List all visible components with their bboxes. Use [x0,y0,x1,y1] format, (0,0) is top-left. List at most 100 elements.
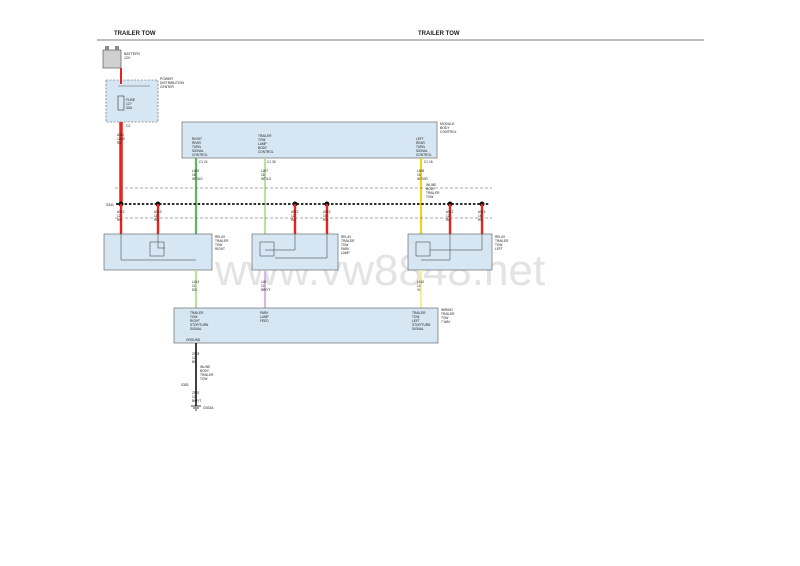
fuse-label-1: FUSE [126,98,136,102]
relay-park-4: PARK [341,247,350,251]
lower-wire-c-gauge: 12 [417,284,421,288]
lower-wire-b-color: BR/YT [261,288,270,292]
bcm-lamp-4: BODY [258,146,268,150]
relay-park-2: TRAILER [341,239,355,243]
lower-wire-a-code: L414 [192,280,199,284]
relay-wire-a-color: RD [117,218,122,222]
harness-left-4: STOP/TURN [412,323,431,327]
fuse-label-2: 12? [126,102,132,106]
pdc-title-3: CENTER [160,85,174,89]
splice-label: S341 [106,203,114,207]
lower-wire-a-gauge: 12 [192,284,196,288]
bcm-title-1: MODULE [440,122,455,126]
relay-wire-b-code: A913 [154,210,162,214]
harness-right-3: RIGHT [190,319,200,323]
inline-connector-4: TOW [426,195,433,199]
lower-wire-b-code: L40 [261,280,267,284]
relay-feed-wires [119,204,484,234]
relay-wire-d-gauge: 18 [323,214,327,218]
wire-c-color: WT/OR [417,177,428,181]
relay-wire-c-code: A912 [291,210,299,214]
bcm-pin-c: C1 18 [424,160,433,164]
battery-label: BATTERY [124,52,141,56]
bcm-right-5: CONTROL [192,153,208,157]
wire-a-code: L409 [192,169,199,173]
harness-title-1: WIRING [441,308,453,312]
harness-right-4: STOP/TURN [190,323,209,327]
relay-internal-wiring [120,234,483,261]
ground-upper-color: BK [192,360,197,364]
relay-wire-c-gauge: 12 [291,214,295,218]
body-control-module-box [181,121,438,159]
main-wire-gauge: 12GE [117,137,125,141]
harness-right-2: TOW [190,315,197,319]
relay-wire-a-gauge: 12 [117,214,121,218]
relay-wire-f-code: A913 [478,210,486,214]
ground-splice: S353 [181,383,189,387]
harness-left-1: TRAILER [412,311,426,315]
bcm-title-2: BODY [440,126,450,130]
wire-a-color: WT/DG [192,177,203,181]
bcm-right-1: RIGHT [192,137,202,141]
relay-wire-f-gauge: 18 [478,214,482,218]
bcm-left-1: LEFT [416,137,424,141]
pdc-title-1: POWER [160,77,173,81]
ground-point-label: G923A [203,406,214,410]
trailer-tow-wiring-box [173,307,439,344]
pdc-connector: C2 [126,124,130,128]
relay-wire-d-code: A913 [323,210,331,214]
relay-park-3: TOW [341,243,348,247]
ground-symbol-icon [191,405,201,411]
bcm-right-3: TURN [192,145,202,149]
lower-wire-c-color: YL [417,288,421,292]
relay-left-3: TOW [495,243,502,247]
ground-inline-1: INLINE [200,365,210,369]
harness-park-1: PARK [260,311,269,315]
bcm-left-3: TURN [416,145,426,149]
bcm-right-2: REAR [192,141,202,145]
bcm-title-3: CONTROL [440,130,457,134]
bcm-left-4: SIGNAL [416,149,428,153]
bcm-pin-b: C1 35 [267,160,276,164]
harness-right-1: TRAILER [190,311,204,315]
inline-connector-1: INLINE [426,183,436,187]
power-distribution-center-box [105,79,159,123]
bcm-right-4: SIGNAL [192,149,204,153]
harness-right-5: SIGNAL [190,327,202,331]
relay-right-3: TOW [215,243,222,247]
header-center-title: TRAILER TOW [418,31,460,37]
relay-right-2: TRAILER [215,239,229,243]
relay-park-1: RELAY [341,235,352,239]
battery-icon [102,46,122,69]
bcm-left-5: CONTROL [416,153,432,157]
ground-upper-gauge: 12 [192,356,196,360]
ground-lower-gauge: 12 [192,395,196,399]
bcm-lamp-3: LAMP [258,142,267,146]
wire-b-gauge: 18 [261,173,265,177]
bcm-lamp-1: TRAILER [258,134,272,138]
relay-wire-e-color: RD [446,218,451,222]
relay-left-1: RELAY [495,235,506,239]
ground-inline-2: BODY [200,369,210,373]
harness-title-2: TRAILER [441,312,455,316]
battery-voltage: 12V [124,56,131,60]
lower-wire-b-gauge: 12 [261,284,265,288]
wire-c-code: L408 [417,169,424,173]
harness-left-2: TOW [412,315,419,319]
wire-c-gauge: 18 [417,173,421,177]
harness-park-2: LAMP [260,315,269,319]
bcm-left-2: REAR [416,141,426,145]
wire-a-gauge: 18 [192,173,196,177]
harness-title-3: TOW [441,316,448,320]
ground-inline-4: TOW [200,377,207,381]
ground-upper-code: Z923 [192,352,199,356]
ground-inline-3: TRAILER [200,373,214,377]
lower-wire-a-color: DG [192,288,197,292]
inline-connector-3: TRAILER [426,191,440,195]
relay-wire-b-color: RD [154,218,159,222]
harness-left-3: LEFT [412,319,420,323]
wire-b-color: WT/LG [261,177,272,181]
relay-right-1: RELAY [215,235,226,239]
relay-park-5: LAMP [341,251,350,255]
relay-left-4: LEFT [495,247,503,251]
